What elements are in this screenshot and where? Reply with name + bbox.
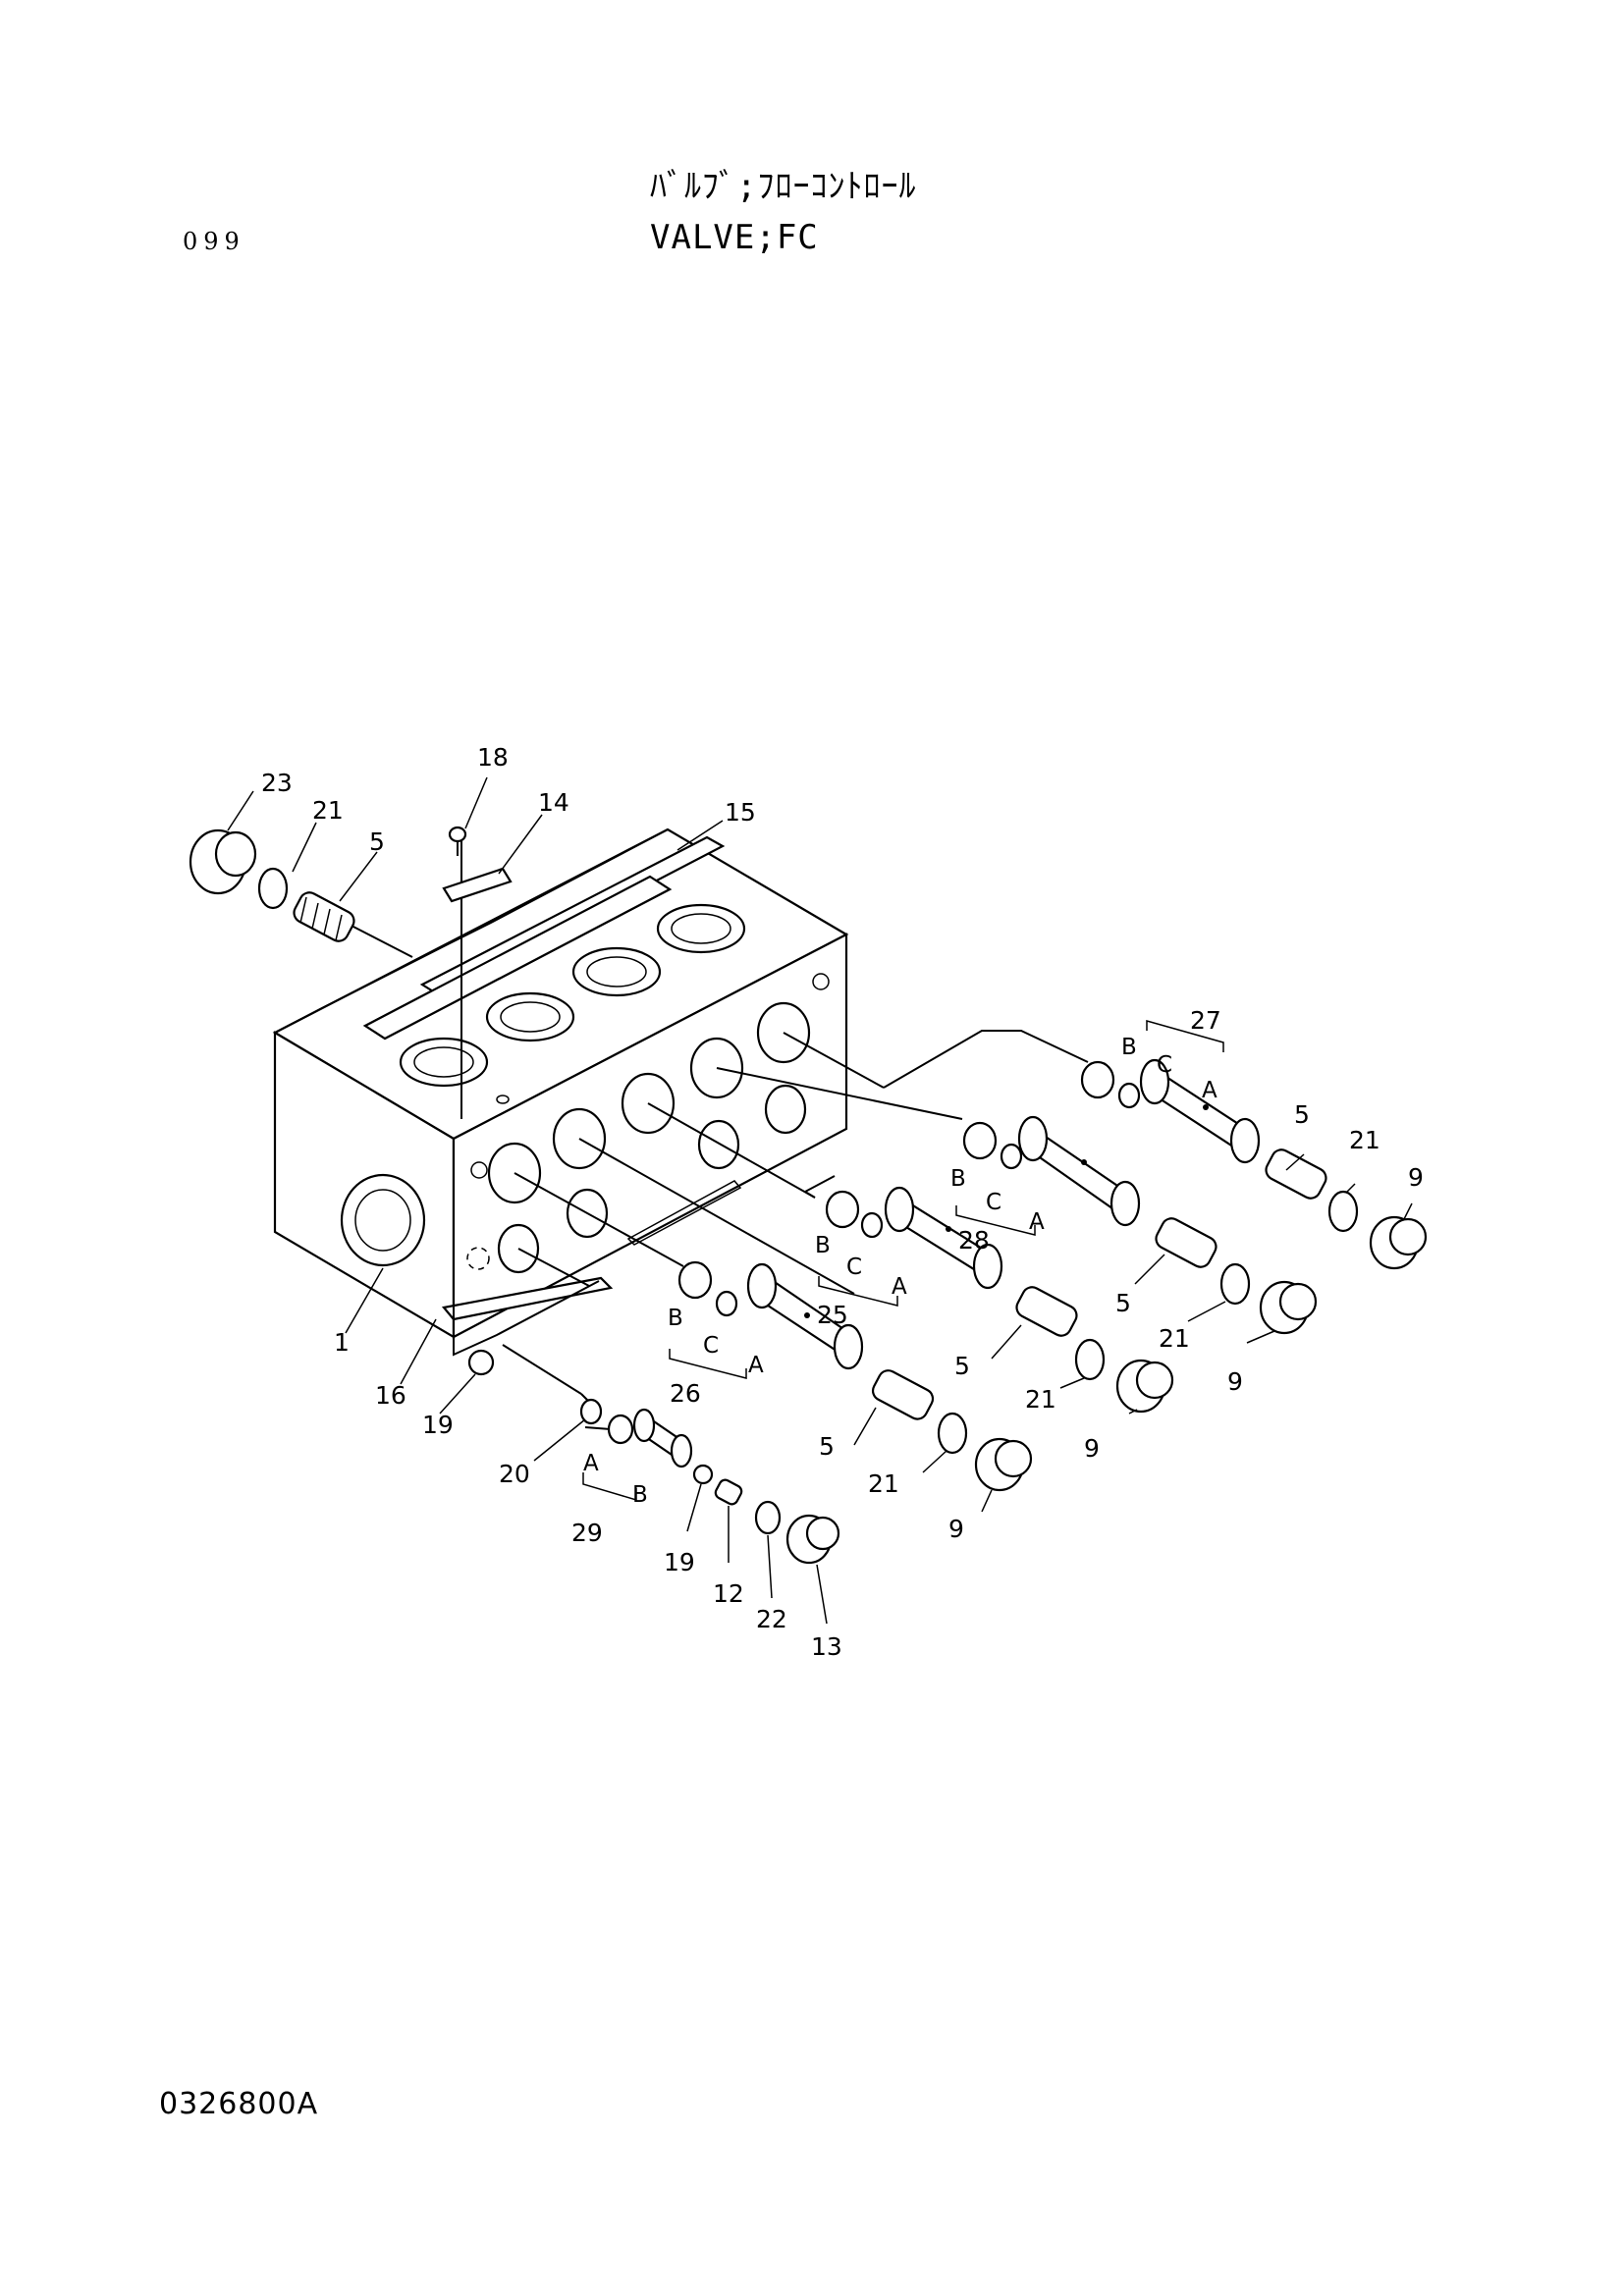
letter-a-25: A <box>892 1274 907 1300</box>
letter-b-26: B <box>668 1306 683 1331</box>
callout-20: 20 <box>499 1460 530 1488</box>
letter-c-26: C <box>703 1333 719 1359</box>
plug-23 <box>189 828 257 895</box>
plug-13 <box>785 1514 840 1565</box>
callout-21-26: 21 <box>868 1469 899 1498</box>
callout-5-26: 5 <box>819 1432 835 1461</box>
callout-21-25: 21 <box>1025 1385 1056 1414</box>
callout-1: 1 <box>334 1328 350 1357</box>
callout-9-26: 9 <box>948 1515 964 1543</box>
valve-body <box>272 828 849 1339</box>
bracket-14 <box>442 867 513 903</box>
title-japanese: ﾊﾞﾙﾌﾞ;ﾌﾛｰｺﾝﾄﾛｰﾙ <box>650 167 917 206</box>
callout-21: 21 <box>312 796 344 825</box>
o-ring-21-25 <box>1074 1338 1106 1381</box>
callout-29: 29 <box>571 1519 603 1547</box>
spool-assembly-28 <box>962 1115 1141 1227</box>
callout-26: 26 <box>670 1379 701 1408</box>
check-assembly-29 <box>607 1408 693 1468</box>
callout-19: 19 <box>422 1411 454 1439</box>
plug-9-27 <box>1369 1215 1428 1270</box>
spring-5-28 <box>1155 1217 1217 1268</box>
title-english: VALVE;FC <box>650 218 819 257</box>
ball-19-upper <box>467 1349 495 1376</box>
callout-5: 5 <box>369 828 385 856</box>
callout-27: 27 <box>1190 1006 1221 1035</box>
callout-leaders <box>227 776 1413 1625</box>
callout-12: 12 <box>713 1579 744 1608</box>
letter-a-28: A <box>1029 1209 1045 1235</box>
spring-5-26 <box>871 1369 935 1420</box>
letter-a-26: A <box>748 1353 764 1378</box>
spool-assembly-27 <box>1080 1058 1261 1164</box>
plug-9-28 <box>1259 1280 1318 1335</box>
letter-b-29: B <box>632 1482 648 1508</box>
plug-9-26 <box>974 1437 1033 1492</box>
callout-14: 14 <box>538 788 569 817</box>
spring-12 <box>714 1478 743 1506</box>
letter-b-28: B <box>950 1166 966 1192</box>
subpart-letters: B C A B C A B C A B C A A B <box>583 1035 1217 1508</box>
callout-13: 13 <box>811 1632 842 1661</box>
o-ring-21-left <box>257 867 289 910</box>
callout-19-lower: 19 <box>664 1548 695 1576</box>
plug-9-25 <box>1115 1359 1174 1414</box>
page-number: 099 <box>183 228 245 255</box>
screw-18 <box>448 826 467 856</box>
spring-5-27 <box>1265 1148 1327 1200</box>
callout-21-28: 21 <box>1159 1324 1190 1353</box>
callout-28: 28 <box>958 1226 990 1255</box>
letter-a-29: A <box>583 1451 599 1476</box>
spring-5-25 <box>1015 1286 1078 1337</box>
callout-18: 18 <box>477 743 509 772</box>
o-ring-20 <box>579 1398 603 1425</box>
ball-19-lower <box>692 1464 714 1485</box>
callout-21-27: 21 <box>1349 1126 1380 1154</box>
letter-b-27: B <box>1121 1035 1137 1060</box>
callout-9-28: 9 <box>1227 1367 1243 1396</box>
callout-numbers: 23 21 5 18 14 15 1 16 19 20 29 19 12 22 … <box>261 743 1424 1661</box>
o-ring-21-28 <box>1219 1262 1251 1306</box>
o-ring-21-26 <box>937 1412 968 1455</box>
callout-5-27: 5 <box>1294 1100 1310 1129</box>
callout-9-25: 9 <box>1084 1434 1100 1463</box>
callout-9-27: 9 <box>1408 1163 1424 1192</box>
letter-a-27: A <box>1202 1078 1217 1103</box>
callout-22: 22 <box>756 1605 787 1633</box>
callout-23: 23 <box>261 769 293 797</box>
drawing-number: 0326800A <box>159 2087 319 2121</box>
spool-assembly-26 <box>677 1260 864 1370</box>
callout-16: 16 <box>375 1381 406 1410</box>
spring-5-left <box>293 891 355 942</box>
plate-16 <box>441 1276 614 1321</box>
callout-25: 25 <box>817 1301 848 1329</box>
spool-assembly-25 <box>825 1186 1003 1290</box>
callout-5-25: 5 <box>954 1352 970 1380</box>
letter-c-28: C <box>986 1190 1001 1215</box>
plate-15 <box>362 875 673 1041</box>
callout-15: 15 <box>725 798 756 827</box>
letter-c-25: C <box>846 1255 862 1280</box>
o-ring-22 <box>754 1500 782 1535</box>
o-ring-21-27 <box>1327 1190 1359 1233</box>
letter-b-25: B <box>815 1233 831 1258</box>
letter-c-27: C <box>1157 1052 1172 1078</box>
callout-5-28: 5 <box>1115 1289 1131 1317</box>
